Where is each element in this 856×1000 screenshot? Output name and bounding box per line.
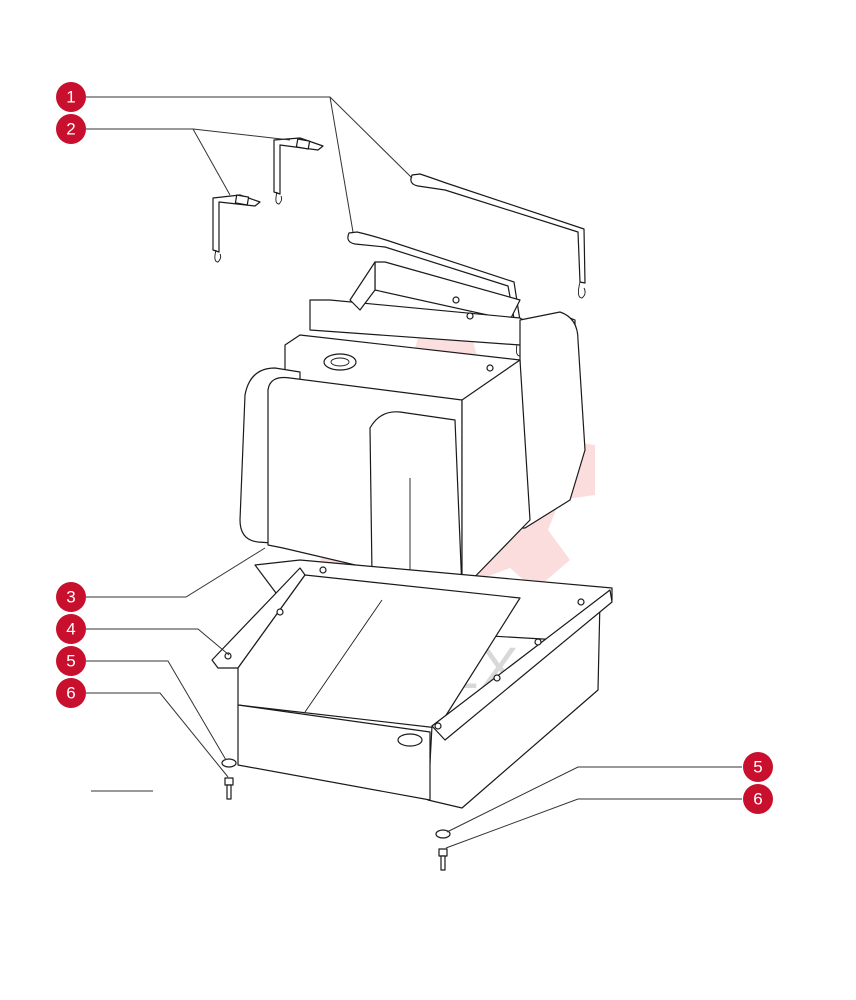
callout-5-right: 5	[743, 752, 773, 782]
svg-text:6: 6	[66, 684, 75, 703]
callout-6-left: 6	[56, 678, 86, 708]
washer-left	[221, 758, 237, 768]
callout-6-right: 6	[743, 784, 773, 814]
fuel-tank	[239, 261, 586, 591]
svg-text:4: 4	[66, 620, 75, 639]
bracket-right	[273, 137, 324, 205]
leader-lines	[86, 96, 742, 849]
svg-text:5: 5	[66, 652, 75, 671]
bolt-left	[224, 777, 234, 800]
mounting-tray	[211, 559, 613, 809]
svg-text:6: 6	[753, 790, 762, 809]
callout-5-left: 5	[56, 646, 86, 676]
strap-rear	[410, 173, 586, 299]
callout-1: 1	[56, 82, 86, 112]
bracket-left	[212, 194, 261, 263]
svg-text:3: 3	[66, 588, 75, 607]
callout-2: 2	[56, 114, 86, 144]
svg-text:1: 1	[66, 88, 75, 107]
callout-4: 4	[56, 614, 86, 644]
washer-right	[435, 829, 451, 839]
svg-text:5: 5	[753, 758, 762, 777]
svg-text:2: 2	[66, 120, 75, 139]
callout-3: 3	[56, 582, 86, 612]
bolt-right	[438, 848, 448, 871]
